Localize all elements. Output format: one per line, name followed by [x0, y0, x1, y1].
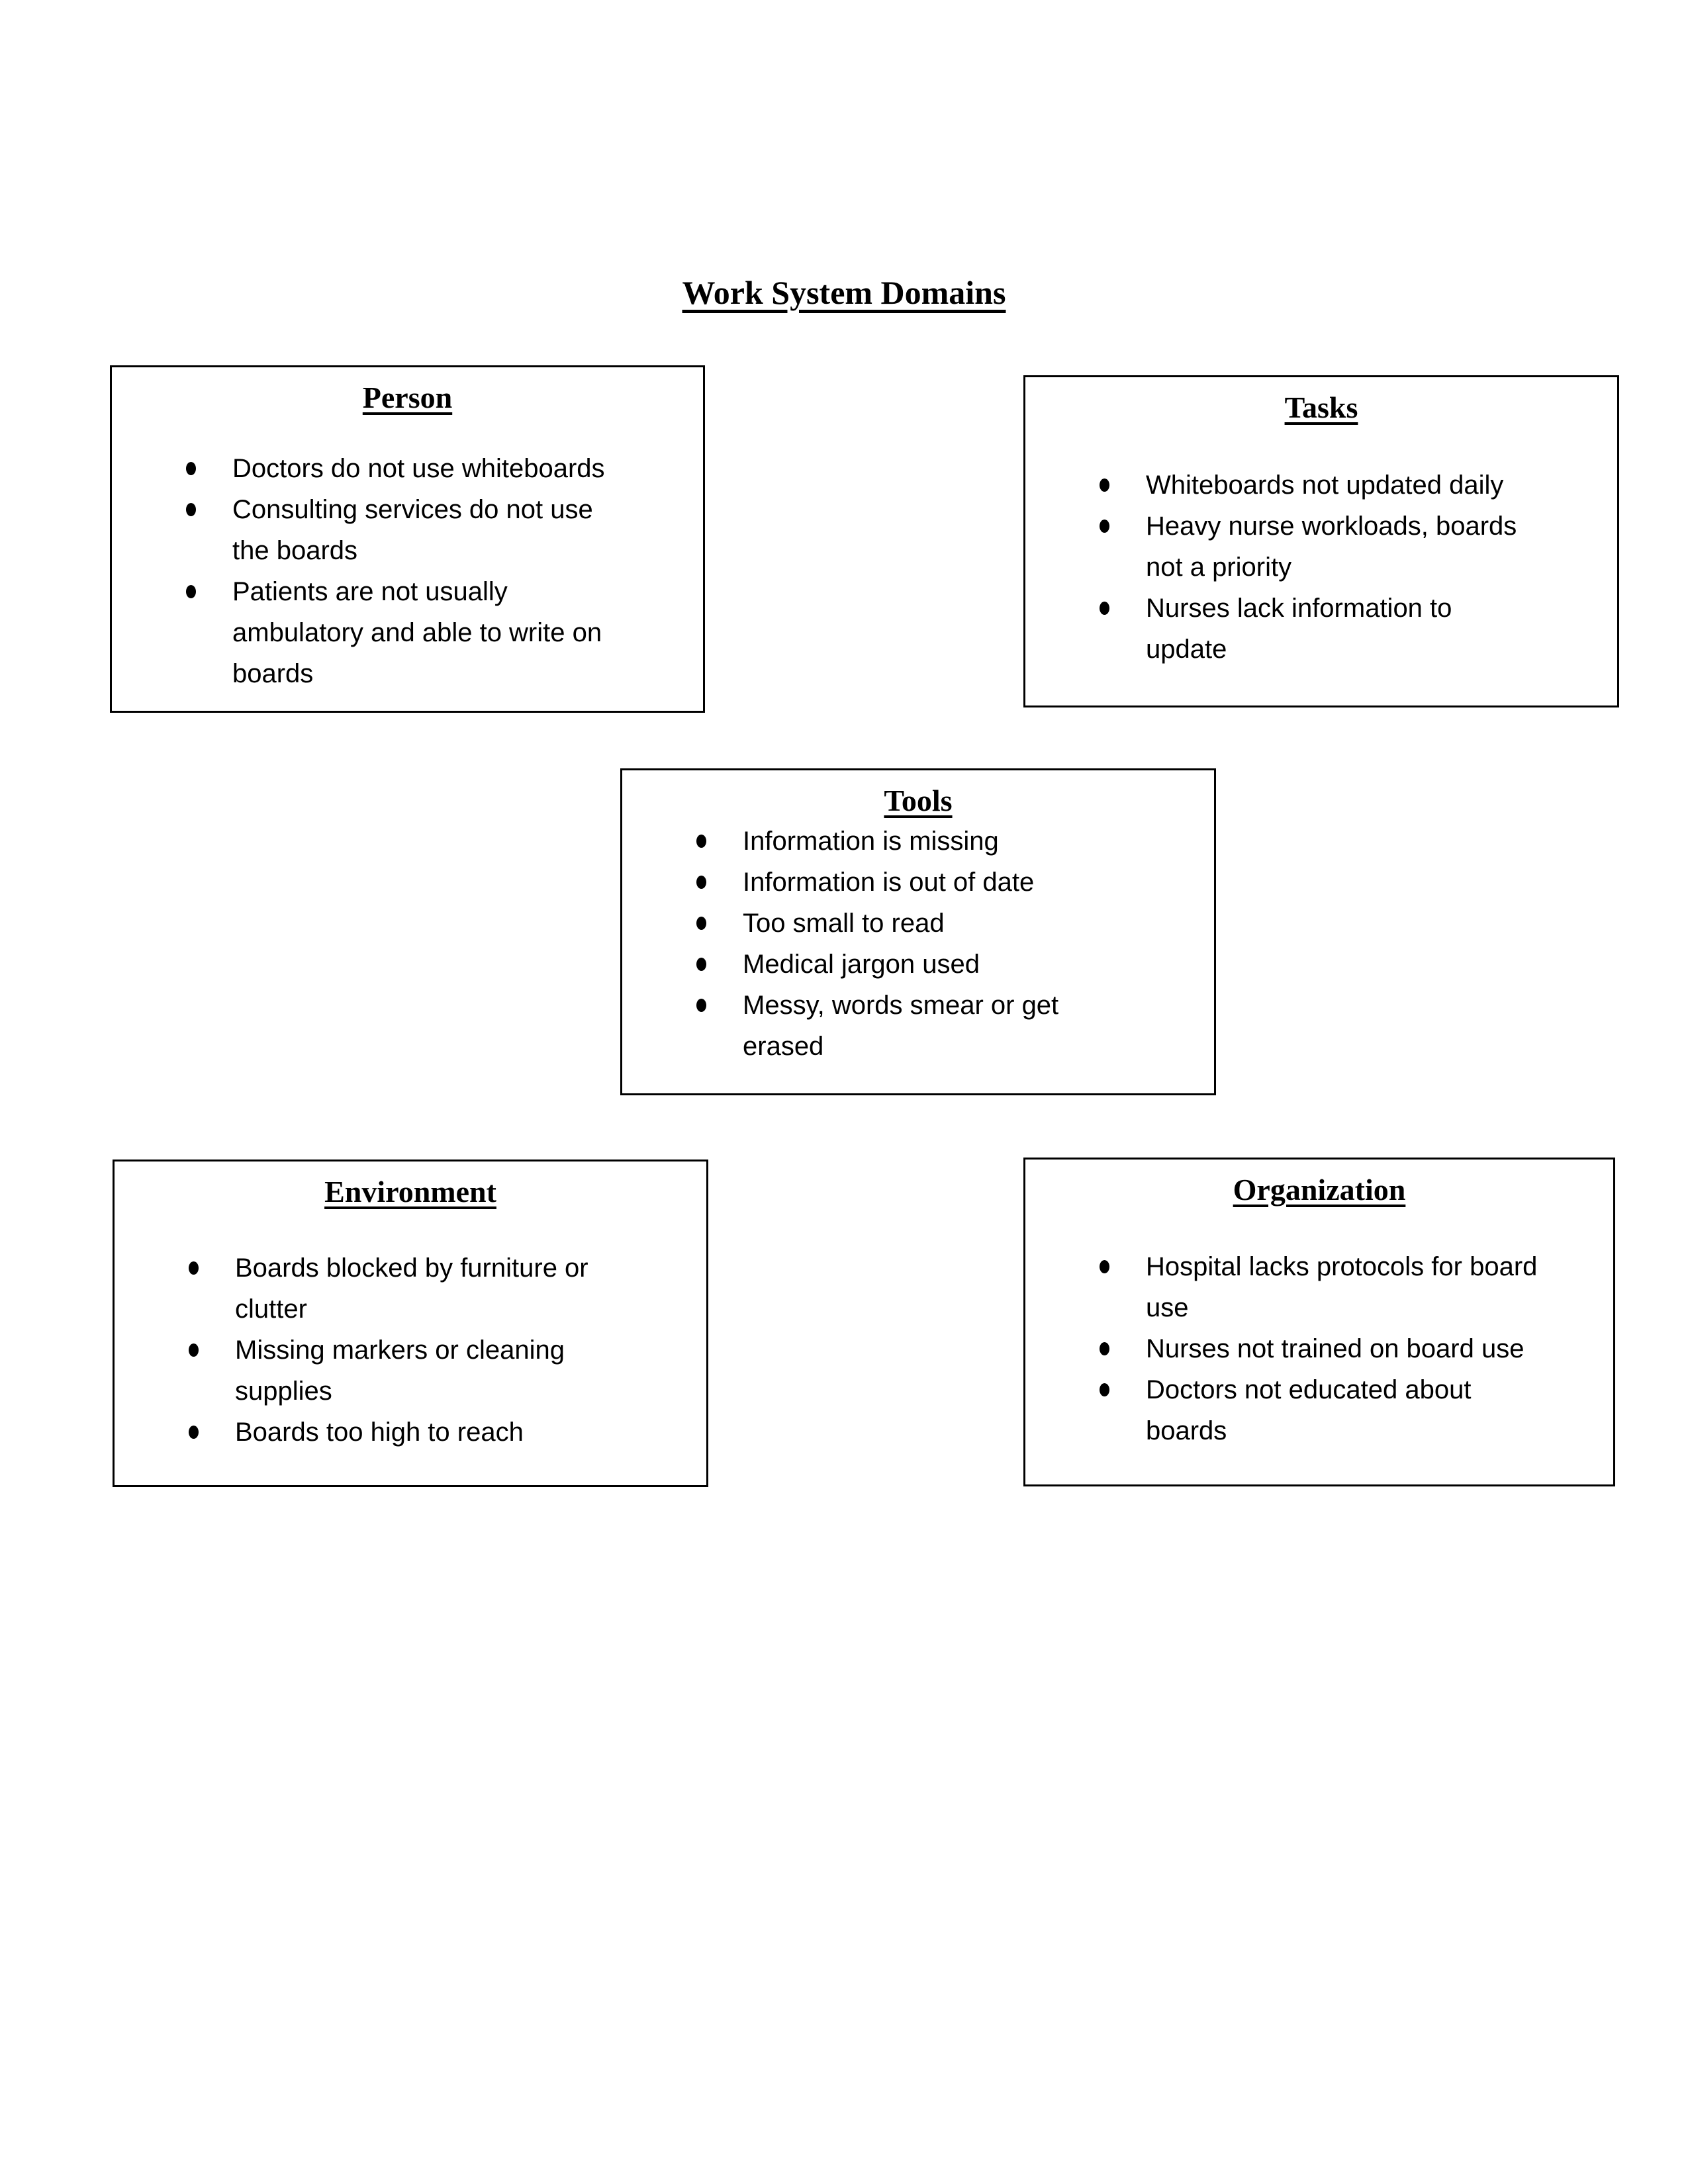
tools-box-heading: Tools: [884, 784, 953, 817]
tools-bullet-list: Information is missing Information is ou…: [622, 821, 1214, 1067]
organization-box: Organization Hospital lacks protocols fo…: [1023, 1158, 1615, 1486]
bullet-item: Doctors do not use whiteboards: [112, 448, 703, 489]
bullet-item: Heavy nurse workloads, boards not a prio…: [1025, 506, 1617, 588]
bullet-item: Hospital lacks protocols for board use: [1025, 1246, 1613, 1328]
organization-box-heading: Organization: [1233, 1173, 1406, 1206]
bullet-item: Doctors not educated about boards: [1025, 1369, 1613, 1451]
bullet-item: Nurses not trained on board use: [1025, 1328, 1613, 1369]
bullet-item: Nurses lack information to update: [1025, 588, 1617, 670]
page-title: Work System Domains: [682, 274, 1006, 311]
environment-box-heading: Environment: [324, 1175, 496, 1208]
tasks-box: Tasks Whiteboards not updated daily Heav…: [1023, 375, 1619, 707]
bullet-item: Consulting services do not use the board…: [112, 489, 703, 571]
person-bullet-list: Doctors do not use whiteboards Consultin…: [112, 448, 703, 694]
bullet-item: Missing markers or cleaning supplies: [115, 1330, 706, 1412]
tasks-bullet-list: Whiteboards not updated daily Heavy nurs…: [1025, 465, 1617, 670]
tools-box: Tools Information is missing Information…: [620, 768, 1216, 1095]
person-box: Person Doctors do not use whiteboards Co…: [110, 365, 705, 713]
bullet-item: Whiteboards not updated daily: [1025, 465, 1617, 506]
bullet-item: Medical jargon used: [622, 944, 1214, 985]
person-box-heading: Person: [362, 381, 453, 414]
environment-box: Environment Boards blocked by furniture …: [113, 1160, 708, 1487]
bullet-item: Too small to read: [622, 903, 1214, 944]
bullet-item: Boards blocked by furniture or clutter: [115, 1248, 706, 1330]
bullet-item: Information is out of date: [622, 862, 1214, 903]
bullet-item: Patients are not usually ambulatory and …: [112, 571, 703, 694]
environment-bullet-list: Boards blocked by furniture or clutter M…: [115, 1248, 706, 1453]
bullet-item: Information is missing: [622, 821, 1214, 862]
organization-bullet-list: Hospital lacks protocols for board use N…: [1025, 1246, 1613, 1451]
bullet-item: Messy, words smear or get erased: [622, 985, 1214, 1067]
bullet-item: Boards too high to reach: [115, 1412, 706, 1453]
tasks-box-heading: Tasks: [1284, 390, 1358, 424]
